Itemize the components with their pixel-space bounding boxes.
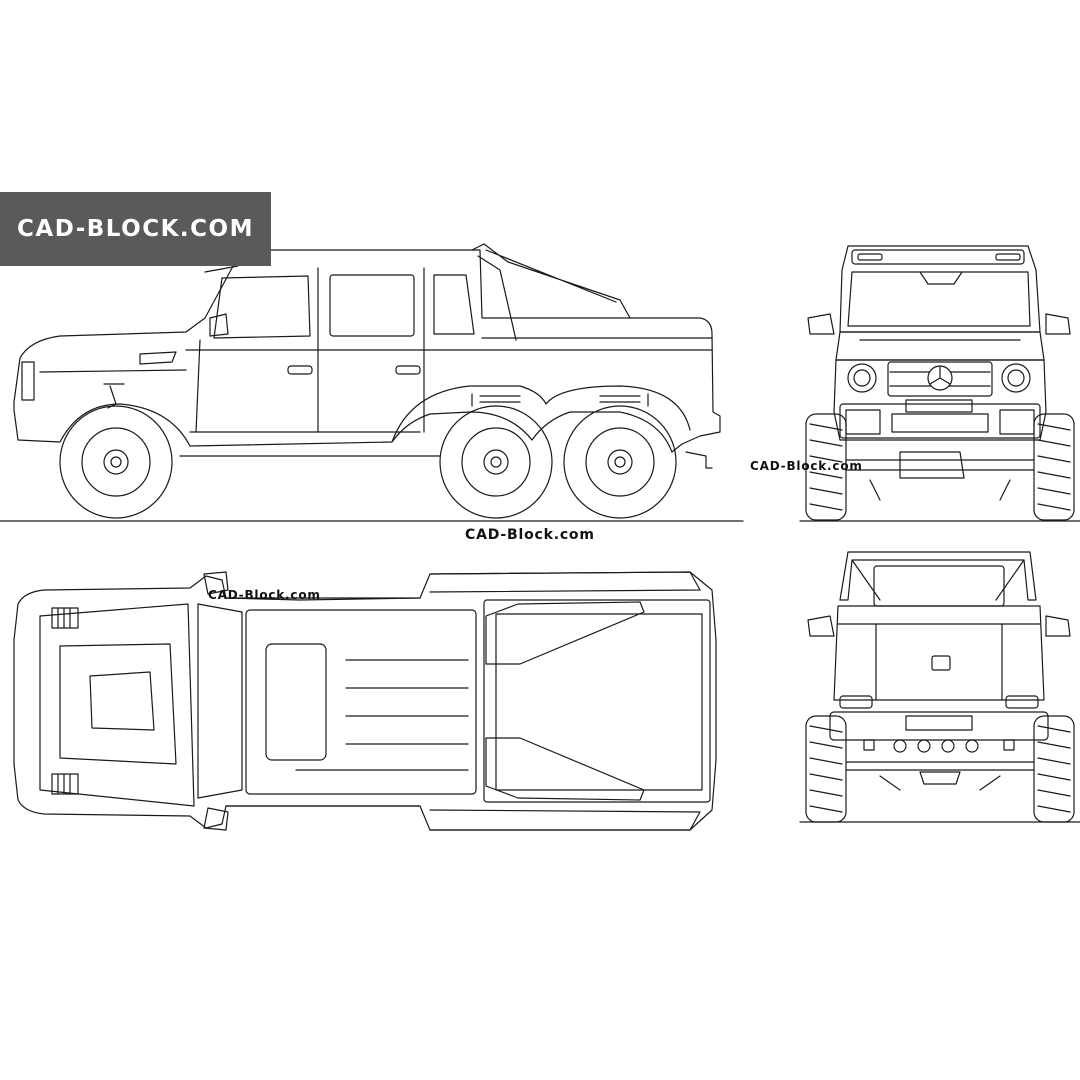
side-shock-1 [472,394,520,406]
side-roll-bar [472,244,630,340]
rear-emblem [932,656,950,670]
front-mirror-right [1046,314,1070,334]
front-vent-center [892,414,988,432]
front-tire-left [806,414,846,520]
front-grille [888,362,992,396]
side-rear-fender [392,386,690,442]
side-tow-hitch [686,452,712,468]
top-bed [484,600,710,802]
side-mirror [210,314,228,336]
brand-banner-text: CAD-BLOCK.COM [17,216,254,242]
front-axle [846,452,1034,500]
side-wheel-front [60,406,172,518]
rear-body [834,606,1044,700]
side-door-handle-1 [288,366,312,374]
front-tire-right [1034,414,1074,520]
top-windshield [198,604,242,798]
rear-taillight-left [840,696,872,708]
front-vent-right [1000,410,1034,434]
top-sunroof [266,644,326,760]
top-vent-front-right [52,774,78,794]
top-vent-front-left [52,608,78,628]
top-fender-right [430,810,700,830]
rear-tire-right [1034,716,1074,822]
rear-plate [906,716,972,730]
side-view [0,244,743,521]
front-bumper [840,404,1040,438]
side-window-front [214,276,310,338]
side-door-handle-2 [396,366,420,374]
top-roof [246,610,476,794]
rear-window [874,566,1004,606]
rear-tire-left [806,716,846,822]
watermark-side-view: CAD-Block.com [465,527,595,543]
rear-view [800,552,1080,822]
top-body-outline [14,572,716,830]
top-mirror-right [204,808,228,830]
rear-mirror-right [1046,616,1070,636]
front-mirror-left [808,314,834,334]
front-wiper-notch [920,272,962,284]
front-light-left [858,254,882,260]
top-mirror-left [204,572,228,594]
front-hood [836,332,1044,360]
side-hood-vent [140,352,176,364]
watermark-top-view: CAD-Block.com [208,588,321,602]
side-wheel-rear [564,406,676,518]
front-headlight-left-inner [854,370,870,386]
side-body-outline [14,250,720,452]
top-roll-bar [486,602,644,800]
side-window-rear [434,275,474,334]
front-cab-outline [840,246,1040,332]
side-shock-2 [600,394,648,406]
front-light-right [996,254,1020,260]
side-wheel-middle [440,406,552,518]
side-headlight [22,362,34,400]
top-hood [40,604,194,806]
rear-bumper-lights [864,740,1014,752]
front-view [800,246,1080,521]
star-emblem-icon [928,366,952,390]
front-light-bar [852,250,1024,264]
rear-axle [846,762,1034,790]
watermark-front-view: CAD-Block.com [750,459,863,473]
front-plate [906,400,972,412]
rear-mirror-left [808,616,834,636]
front-headlight-right-inner [1008,370,1024,386]
top-hood-bulge [60,644,176,764]
front-vent-left [846,410,880,434]
top-roof-ribs [296,660,468,770]
brand-banner: CAD-BLOCK.COM [0,192,271,266]
side-hood-line [40,370,186,372]
top-view [14,572,716,830]
top-bed-floor [496,614,702,790]
front-headlight-right [1002,364,1030,392]
rear-roll-bar [840,552,1036,600]
side-door-line-front [196,340,200,432]
rear-bumper [830,712,1048,740]
side-window-middle [330,275,414,336]
top-fender-left [430,572,700,592]
front-windshield [848,272,1030,326]
rear-taillight-right [1006,696,1038,708]
front-headlight-left [848,364,876,392]
